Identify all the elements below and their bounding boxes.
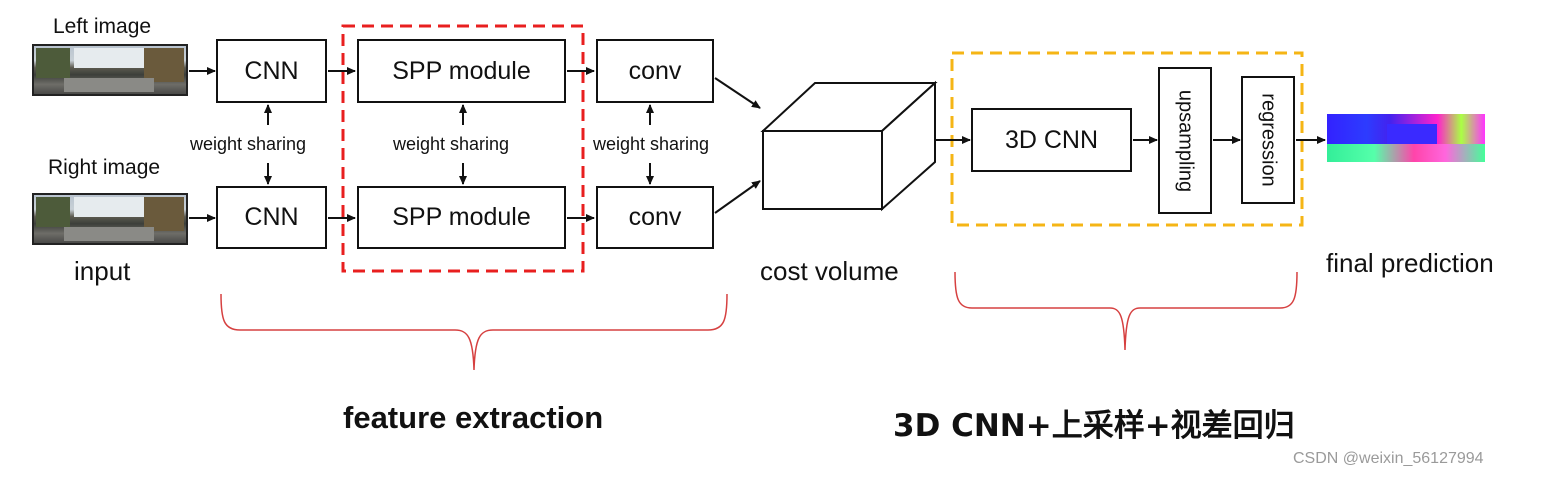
weight-sharing-label-cnn: weight sharing	[190, 134, 307, 154]
aggregation-brace	[954, 271, 1298, 351]
cnn-bottom-block: CNN	[216, 186, 327, 249]
regression-block: regression	[1241, 76, 1295, 204]
disparity-prediction-image	[1327, 114, 1485, 162]
input-caption: input	[74, 256, 131, 286]
regression-label: regression	[1257, 93, 1280, 187]
watermark: CSDN @weixin_56127994	[1293, 450, 1484, 467]
cost-volume-label: cost volume	[760, 256, 899, 286]
aggregation-caption: 3D CNN+上采样+视差回归	[893, 408, 1295, 444]
spp-bottom-block: SPP module	[357, 186, 566, 249]
conv-bottom-block: conv	[596, 186, 714, 249]
right-image-label: Right image	[48, 156, 161, 179]
spp-top-block: SPP module	[357, 39, 566, 103]
upsampling-label: upsampling	[1174, 89, 1197, 192]
feature-extraction-brace	[220, 293, 728, 371]
feature-extraction-caption: feature extraction	[343, 400, 604, 435]
arrow-conv-top-to-cost-volume	[714, 77, 761, 109]
arrow-conv-bottom-to-cost-volume	[714, 180, 761, 214]
spp-group-frame	[341, 24, 585, 273]
final-prediction-label: final prediction	[1326, 248, 1494, 278]
upsampling-block: upsampling	[1158, 67, 1212, 214]
3d-cnn-block: 3D CNN	[971, 108, 1132, 172]
weight-sharing-label-spp: weight sharing	[393, 134, 510, 154]
cost-volume-cuboid	[760, 80, 938, 212]
left-image-label: Left image	[53, 15, 152, 38]
conv-top-block: conv	[596, 39, 714, 103]
weight-sharing-label-conv: weight sharing	[593, 134, 710, 154]
cnn-top-block: CNN	[216, 39, 327, 103]
right-image-thumbnail	[32, 193, 188, 245]
left-image-thumbnail	[32, 44, 188, 96]
